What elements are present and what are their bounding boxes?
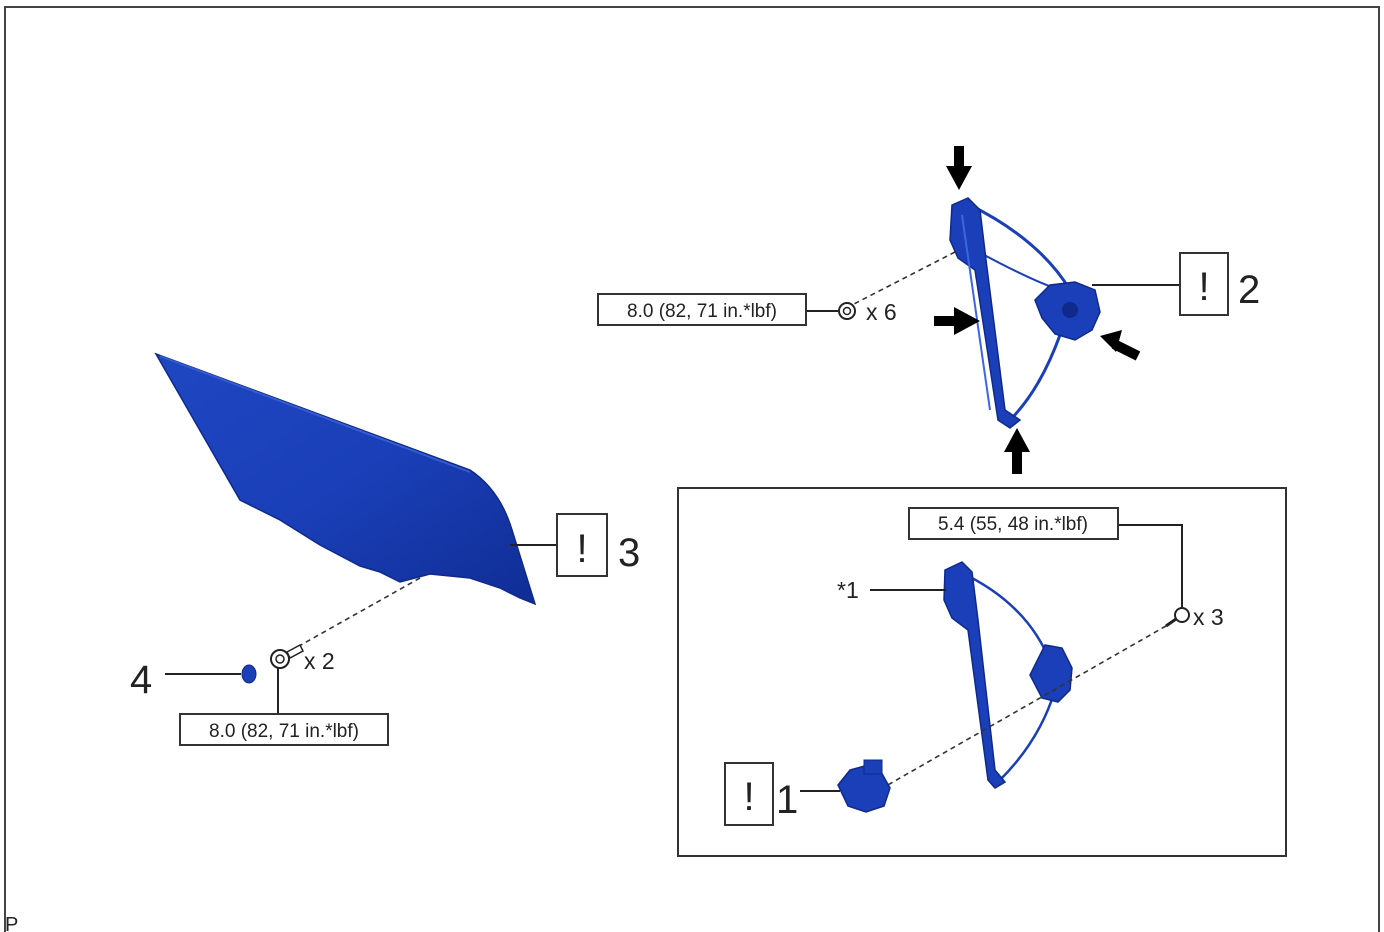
- glass-bolt-quantity: x 2: [304, 648, 335, 674]
- regulator-nut-dashed-line: [851, 251, 956, 306]
- torque-motor-screw: 5.4 (55, 48 in.*lbf): [938, 514, 1088, 535]
- caution-symbol-3: !: [576, 527, 587, 571]
- part-number-1: 1: [776, 778, 798, 822]
- screw-icon: [1165, 607, 1190, 628]
- arrow-right-icon: [934, 307, 980, 335]
- part-number-3: 3: [618, 531, 640, 575]
- door-glass: [154, 352, 537, 606]
- caution-box-2: [1179, 252, 1229, 316]
- torque-glass-bolt: 8.0 (82, 71 in.*lbf): [209, 721, 359, 742]
- glass-bolt-dashed-line: [291, 577, 421, 651]
- regulator-nut-quantity: x 6: [866, 299, 897, 325]
- caution-box-1: [724, 762, 774, 826]
- caution-symbol-2: !: [1198, 265, 1209, 309]
- corner-mark: P: [5, 914, 18, 932]
- arrow-down-icon: [946, 146, 972, 190]
- motor-screw-dashed-line: [885, 625, 1167, 787]
- caution-symbol-1: !: [743, 775, 754, 819]
- motor-screw-quantity: x 3: [1193, 604, 1224, 630]
- cushion-part-4: [241, 664, 257, 684]
- regulator-detail: [943, 561, 1073, 789]
- torque-regulator-nut: 8.0 (82, 71 in.*lbf): [627, 301, 777, 322]
- window-motor: [837, 759, 891, 813]
- arrow-up-left-icon: [1100, 330, 1141, 361]
- diagram-border: [4, 6, 1380, 932]
- window-regulator: [949, 197, 1101, 429]
- bolt-icon: [270, 643, 304, 669]
- torque-box-glass-bolt: [179, 713, 389, 746]
- arrow-up-icon: [1004, 428, 1030, 474]
- part-number-4: 4: [130, 658, 152, 702]
- torque-box-motor: [908, 507, 1119, 540]
- caution-box-3: [556, 513, 608, 577]
- torque-box-regulator: [597, 293, 807, 326]
- nut-icon: [838, 302, 856, 320]
- leader-motor-torque: [1118, 524, 1183, 607]
- part-number-2: 2: [1238, 268, 1260, 312]
- star-note: *1: [837, 577, 859, 603]
- detail-box: [677, 487, 1287, 857]
